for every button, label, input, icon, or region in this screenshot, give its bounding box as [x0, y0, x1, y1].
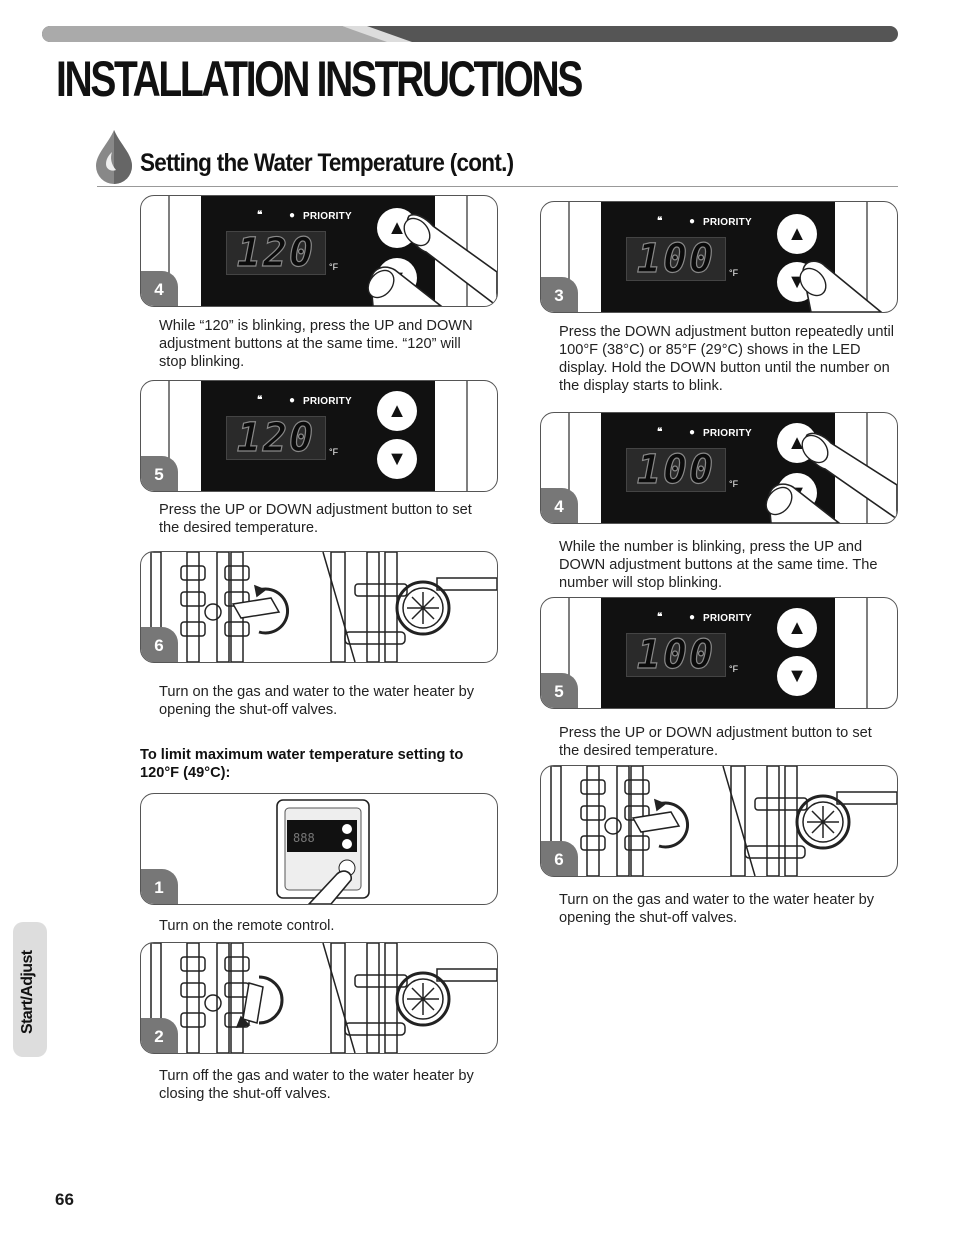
finger-icon [799, 260, 883, 312]
page-number: 66 [55, 1190, 74, 1209]
header-bar [42, 26, 898, 42]
step-4-display-panel: ❝ ● PRIORITY 100 °F ▲ ▼ 4 [540, 412, 898, 524]
step-6-valves-panel: 6 [140, 551, 498, 663]
priority-dot-icon: ● [689, 216, 696, 227]
up-button[interactable]: ▲ [777, 608, 817, 648]
water-drop-icon [96, 130, 132, 184]
led-readout: 120 [226, 231, 326, 275]
priority-dot-icon: ● [289, 395, 296, 406]
section-side-tab: Start/Adjust [13, 922, 47, 1057]
priority-label: PRIORITY [303, 211, 352, 222]
led-readout: 120 [226, 416, 326, 460]
step-number-badge: 4 [541, 488, 578, 523]
step-3-caption: Press the DOWN adjustment button repeate… [559, 324, 895, 394]
step-6-caption: Turn on the gas and water to the water h… [159, 684, 475, 718]
step-number-badge: 5 [141, 456, 178, 491]
water-indicator-icon: ❝ [257, 395, 263, 406]
step-5-display-panel: ❝ ● PRIORITY 120 °F ▲ ▼ 5 [140, 380, 498, 492]
water-indicator-icon: ❝ [257, 210, 263, 221]
step-number-badge: 4 [141, 271, 178, 306]
section-divider [97, 186, 898, 187]
step-3-display-panel: ❝ ● PRIORITY 100 °F ▲ ▼ 3 [540, 201, 898, 313]
priority-label: PRIORITY [703, 217, 752, 228]
step-number-badge: 2 [141, 1018, 178, 1053]
up-button[interactable]: ▲ [377, 391, 417, 431]
step-4-display-panel: ❝ ● PRIORITY 120 °F ▲ ▼ 4 [140, 195, 498, 307]
section-title: Setting the Water Temperature (cont.) [140, 149, 514, 177]
shutoff-valves-closed-illustration [150, 943, 497, 1053]
remote-control-illustration: 888 [276, 799, 370, 904]
down-button[interactable]: ▼ [377, 439, 417, 479]
limit-step-1-remote-panel: 888 1 [140, 793, 498, 905]
water-indicator-icon: ❝ [657, 427, 663, 438]
water-indicator-icon: ❝ [657, 612, 663, 623]
step-4-caption: While “120” is blinking, press the UP an… [159, 318, 473, 370]
unit-label: °F [729, 664, 739, 674]
limit-step-1-caption: Turn on the remote control. [159, 918, 335, 934]
water-indicator-icon: ❝ [657, 216, 663, 227]
step-5-caption: Press the UP or DOWN adjustment button t… [559, 725, 872, 759]
led-readout: 100 [626, 633, 726, 677]
step-number-badge: 6 [141, 627, 178, 662]
up-button[interactable]: ▲ [777, 214, 817, 254]
shutoff-valves-open-illustration [550, 766, 897, 876]
remote-readout: 888 [293, 831, 315, 845]
led-readout: 100 [626, 237, 726, 281]
step-6-caption: Turn on the gas and water to the water h… [559, 892, 875, 926]
priority-label: PRIORITY [303, 396, 352, 407]
step-5-display-panel: ❝ ● PRIORITY 100 °F ▲ ▼ 5 [540, 597, 898, 709]
side-tab-label: Start/Adjust [19, 950, 36, 1034]
unit-label: °F [329, 262, 339, 272]
led-readout: 100 [626, 448, 726, 492]
finger-icon [765, 432, 897, 523]
unit-label: °F [729, 479, 739, 489]
limit-step-2-caption: Turn off the gas and water to the water … [159, 1068, 474, 1102]
step-6-valves-panel: 6 [540, 765, 898, 877]
unit-label: °F [329, 447, 339, 457]
shutoff-valves-open-illustration [150, 552, 497, 662]
priority-label: PRIORITY [703, 428, 752, 439]
priority-label: PRIORITY [703, 613, 752, 624]
limit-step-2-valves-panel: 2 [140, 942, 498, 1054]
priority-dot-icon: ● [689, 427, 696, 438]
step-number-badge: 1 [141, 869, 178, 904]
step-number-badge: 5 [541, 673, 578, 708]
page-title: INSTALLATION INSTRUCTIONS [56, 51, 583, 107]
unit-label: °F [729, 268, 739, 278]
down-button[interactable]: ▼ [777, 656, 817, 696]
step-5-caption: Press the UP or DOWN adjustment button t… [159, 502, 472, 536]
step-number-badge: 6 [541, 841, 578, 876]
finger-icon [367, 213, 497, 306]
limit-subheading: To limit maximum water temperature setti… [140, 747, 464, 781]
priority-dot-icon: ● [289, 210, 296, 221]
priority-dot-icon: ● [689, 612, 696, 623]
step-4-caption: While the number is blinking, press the … [559, 539, 878, 591]
step-number-badge: 3 [541, 277, 578, 312]
